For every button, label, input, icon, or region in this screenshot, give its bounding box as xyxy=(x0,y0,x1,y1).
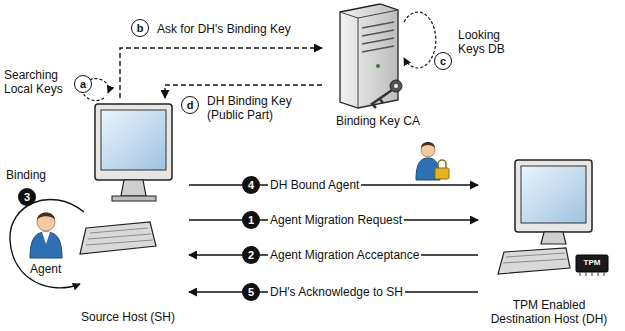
key-icon xyxy=(394,84,398,88)
ca-server xyxy=(340,4,398,108)
host-label: Source Host (SH) xyxy=(69,310,187,324)
callout-number: 2 xyxy=(242,246,260,264)
binding-loop xyxy=(10,199,84,287)
agent-figure xyxy=(30,213,62,259)
source-host: Source Host (SH) xyxy=(67,98,189,326)
ca-server-node: Binding Key CA xyxy=(322,2,434,130)
message-label: Agent Migration Acceptance xyxy=(268,248,421,262)
message-label: Ask for DH's Binding Key xyxy=(155,22,293,36)
bound-agent-figure xyxy=(421,142,435,148)
message-label: DH Bound Agent xyxy=(268,178,361,192)
source-computer xyxy=(95,104,172,180)
agent-label: Agent xyxy=(30,262,61,276)
bound-agent-figure xyxy=(416,142,449,180)
callout-number: 5 xyxy=(242,283,260,301)
source-computer xyxy=(121,180,146,196)
source-computer xyxy=(101,110,166,170)
step-letter: c xyxy=(434,52,452,70)
callout-number: 1 xyxy=(242,211,260,229)
host-label: Binding Key CA xyxy=(324,114,432,128)
source-computer xyxy=(112,196,156,201)
looking-loop xyxy=(404,12,436,68)
message-label: Agent Migration Request xyxy=(268,213,404,227)
bound-agent-figure xyxy=(435,168,449,179)
tpm-chip xyxy=(576,255,608,276)
message-label: DH Binding Key (Public Part) xyxy=(205,94,314,122)
destination-computer xyxy=(515,160,592,232)
message-arrow xyxy=(120,48,322,98)
step-letter: a xyxy=(74,75,92,93)
step-letter: b xyxy=(131,19,149,37)
agent-figure xyxy=(30,232,62,258)
looking-loop xyxy=(404,12,436,68)
ca-server xyxy=(340,4,398,108)
source-computer xyxy=(80,222,156,254)
key-icon xyxy=(372,80,402,108)
agent-figure xyxy=(42,232,50,244)
chip-label: TPM xyxy=(577,258,607,268)
step-letter: d xyxy=(181,96,199,114)
tpm-chip xyxy=(580,272,604,276)
step-note: Binding xyxy=(6,168,46,182)
step-note: Looking Keys DB xyxy=(458,28,520,56)
destination-computer xyxy=(541,232,566,244)
agent-figure xyxy=(37,213,55,221)
ca-server xyxy=(362,22,394,52)
destination-host: TPM Enabled Destination Host (DH) xyxy=(478,150,620,328)
message-label: DH's Acknowledge to SH xyxy=(268,285,405,299)
destination-computer xyxy=(498,248,570,274)
callout-number: 4 xyxy=(242,176,260,194)
ca-server xyxy=(376,64,380,68)
agent-figure xyxy=(37,213,55,231)
binding-loop xyxy=(10,199,84,287)
source-computer xyxy=(80,104,172,254)
host-label: TPM Enabled Destination Host (DH) xyxy=(486,298,612,326)
destination-computer xyxy=(521,166,586,223)
bound-agent-figure xyxy=(421,143,435,157)
tpm-chip xyxy=(576,255,608,272)
ca-server xyxy=(340,10,398,108)
bound-agent-figure xyxy=(438,160,446,168)
source-computer xyxy=(86,228,153,245)
destination-computer xyxy=(503,253,567,263)
key-icon xyxy=(372,90,392,108)
callout-number: 3 xyxy=(18,188,36,206)
step-note: Searching Local Keys xyxy=(4,68,72,96)
